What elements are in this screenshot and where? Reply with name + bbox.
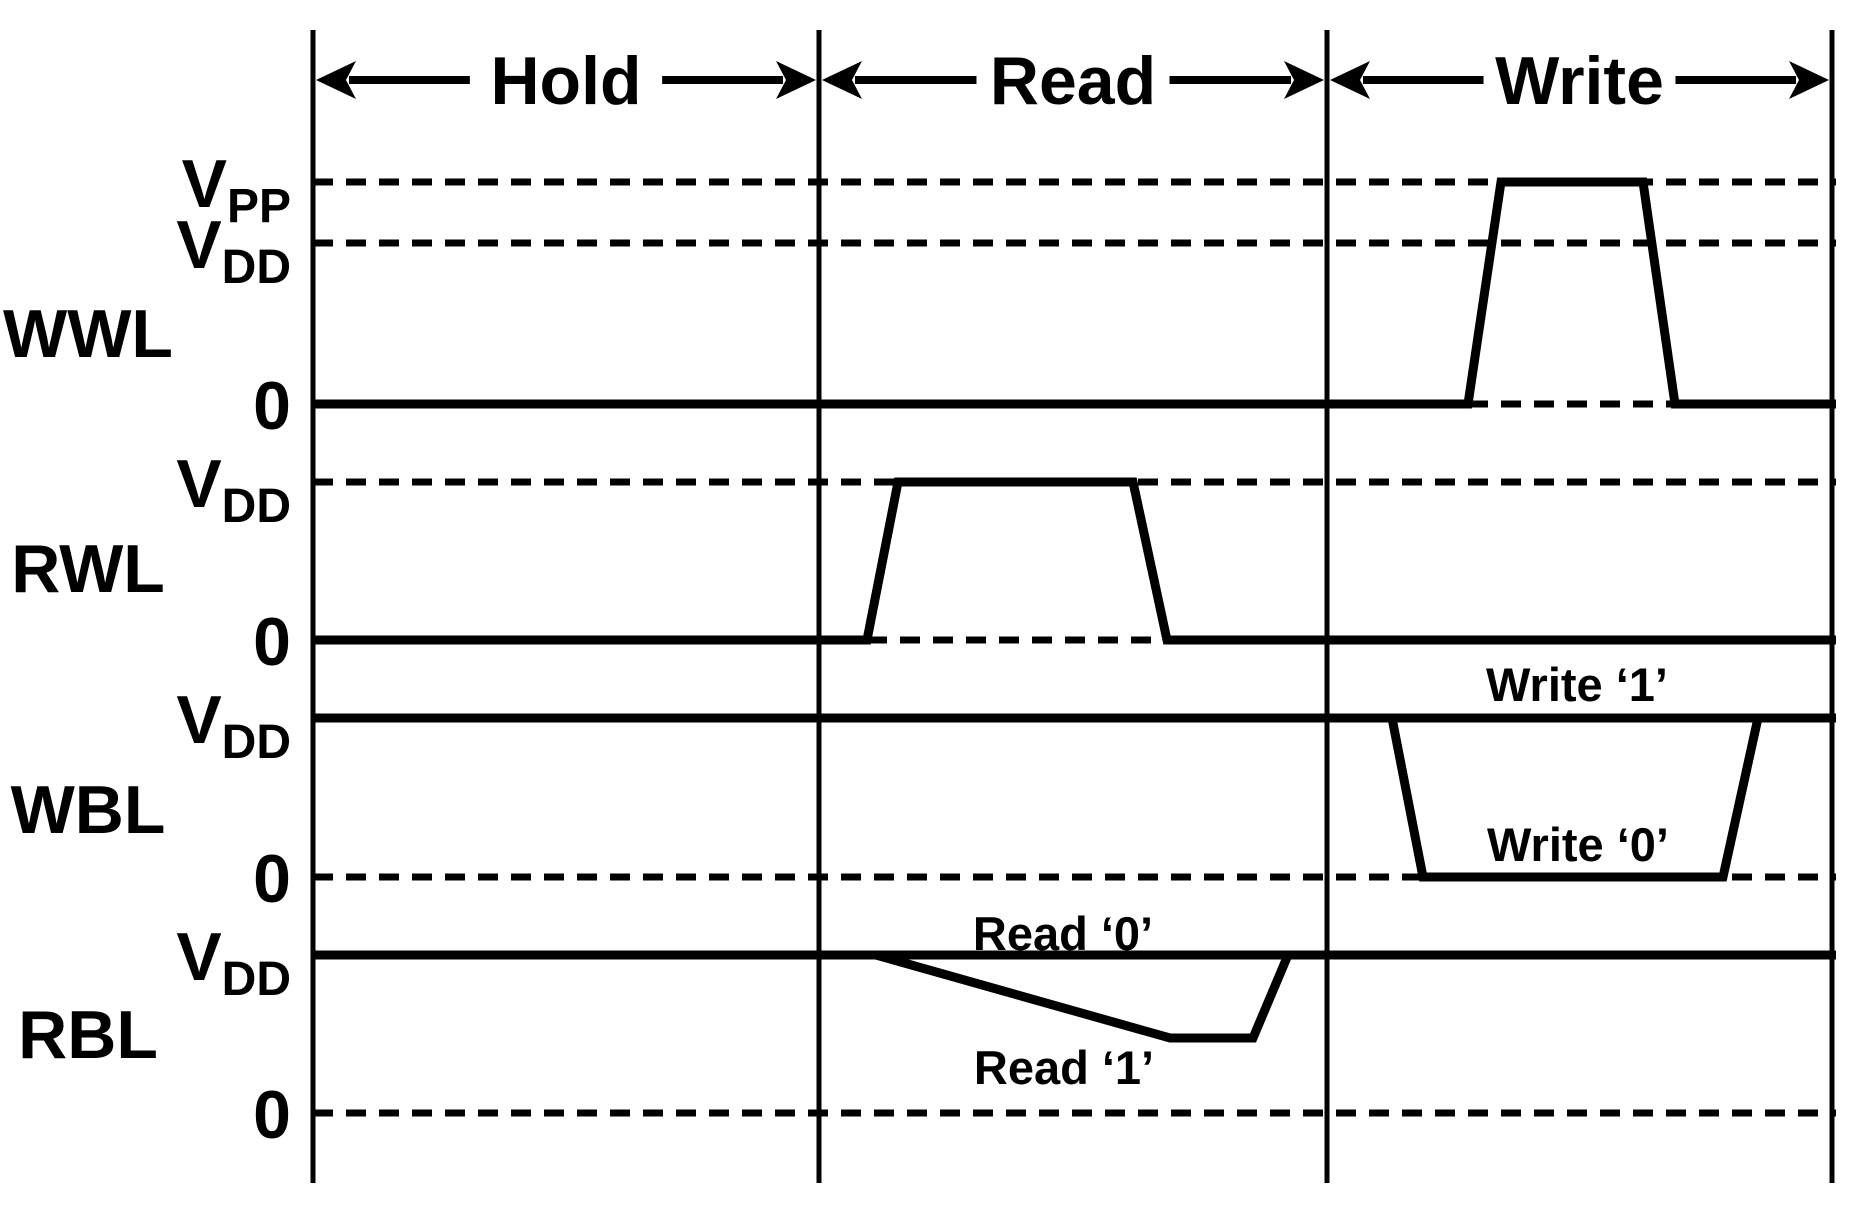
level-label-wwl-vdd-main: V bbox=[176, 207, 221, 283]
level-label-rwl-vdd: VDD bbox=[176, 446, 291, 533]
level-label-rwl-vdd-main: V bbox=[176, 446, 221, 522]
level-label-rwl-vdd-subscript: DD bbox=[222, 480, 291, 533]
level-label-wbl-vdd: VDD bbox=[176, 682, 291, 769]
signal-label-rwl: RWL bbox=[11, 531, 165, 607]
phase-label-write: Write bbox=[1495, 43, 1664, 119]
arrowhead-right-hold bbox=[776, 61, 816, 99]
waveform-wbl-write-0-drops-to-0-during-Write bbox=[1387, 717, 1763, 882]
arrowhead-left-hold bbox=[316, 61, 356, 99]
signal-label-rbl: RBL bbox=[18, 997, 158, 1073]
level-label-wwl-vpp: VPP bbox=[182, 146, 291, 233]
level-label-rbl-vdd: VDD bbox=[176, 919, 291, 1006]
arrowhead-left-write bbox=[1330, 61, 1370, 99]
arrowhead-right-read bbox=[1284, 61, 1324, 99]
level-label-wwl-vpp-main: V bbox=[182, 146, 227, 222]
signal-label-wbl: WBL bbox=[11, 772, 166, 848]
level-label-wwl-vdd-subscript: DD bbox=[222, 241, 291, 294]
annotation-read-0-: Read ‘0’ bbox=[973, 907, 1153, 960]
level-label-rbl-0: 0 bbox=[253, 1077, 291, 1153]
level-label-rbl-vdd-subscript: DD bbox=[222, 953, 291, 1006]
signal-label-wwl: WWL bbox=[3, 296, 173, 372]
level-label-rbl-vdd-main: V bbox=[176, 919, 221, 995]
level-label-wwl-0: 0 bbox=[253, 368, 291, 444]
waveform-rwl-pulse-to-VDD-during-Read bbox=[313, 477, 1836, 645]
phase-label-read: Read bbox=[990, 43, 1156, 119]
level-label-wbl-vdd-subscript: DD bbox=[222, 716, 291, 769]
level-label-wbl-vdd-main: V bbox=[176, 682, 221, 758]
arrowhead-left-read bbox=[822, 61, 862, 99]
level-label-rwl-0: 0 bbox=[253, 604, 291, 680]
annotation-write-0-: Write ‘0’ bbox=[1487, 818, 1669, 871]
level-label-wwl-vpp-subscript: PP bbox=[227, 180, 291, 233]
annotation-write-1-: Write ‘1’ bbox=[1486, 658, 1668, 711]
waveform-wwl-pulse-to-VPP-during-Write bbox=[313, 177, 1836, 409]
level-label-wwl-vdd: VDD bbox=[176, 207, 291, 294]
level-label-wbl-0: 0 bbox=[253, 841, 291, 917]
phase-label-hold: Hold bbox=[490, 43, 641, 119]
level-label-wwl-0-main: 0 bbox=[253, 368, 291, 444]
waveform-rbl-read-1-droops-during-Read bbox=[874, 950, 1293, 1043]
level-label-rwl-0-main: 0 bbox=[253, 604, 291, 680]
arrowhead-right-write bbox=[1789, 61, 1829, 99]
level-label-rbl-0-main: 0 bbox=[253, 1077, 291, 1153]
annotation-read-1-: Read ‘1’ bbox=[974, 1041, 1154, 1094]
level-label-wbl-0-main: 0 bbox=[253, 841, 291, 917]
